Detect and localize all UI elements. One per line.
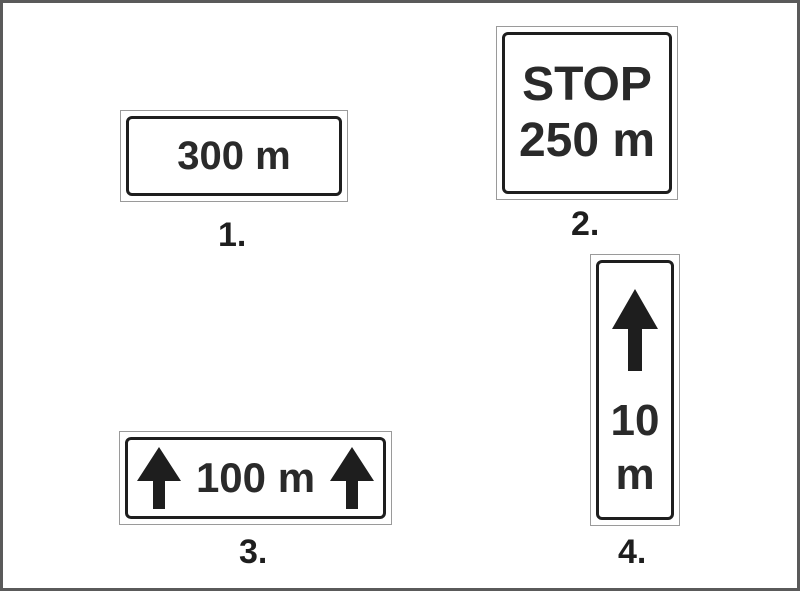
sign-2-panel: STOP 250 m <box>502 32 672 194</box>
sign-2-label: 2. <box>571 205 600 243</box>
arrow-up-icon <box>612 289 658 371</box>
sign-2-line2: 250 m <box>518 114 656 167</box>
sign-4-panel: 10 m <box>596 260 674 520</box>
sign-4-line2: m <box>615 450 655 499</box>
sign-1-text: 300 m <box>177 133 291 178</box>
sign-3-label: 3. <box>239 533 268 571</box>
sign-1: 300 m <box>120 110 348 202</box>
sign-1-label: 1. <box>218 216 247 254</box>
sign-2-line1: STOP <box>522 58 652 111</box>
sign-4-line1: 10 <box>610 396 660 445</box>
sign-3-panel: 100 m <box>125 437 386 519</box>
sign-3-text: 100 m <box>195 454 316 501</box>
sign-3: 100 m <box>119 431 392 525</box>
arrow-up-icon <box>137 447 181 509</box>
sign-2: STOP 250 m <box>496 26 678 200</box>
image-frame: 300 m 1. STOP 250 m 2. 100 m 3. 10 <box>3 3 797 588</box>
sign-4-label: 4. <box>618 533 647 571</box>
arrow-up-icon <box>330 447 374 509</box>
sign-4: 10 m <box>590 254 680 526</box>
sign-1-panel: 300 m <box>126 116 342 196</box>
